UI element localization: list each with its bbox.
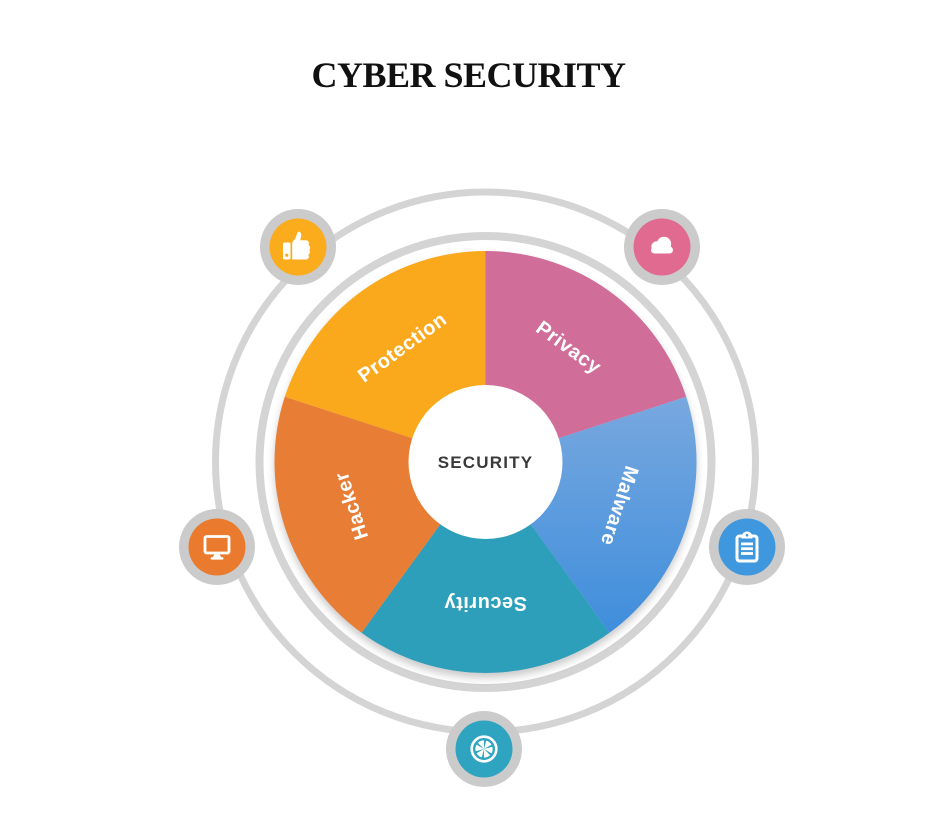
satellite-clipboard — [709, 509, 785, 585]
hub-circle — [408, 385, 563, 539]
satellite-disc — [718, 518, 776, 576]
aperture-icon — [470, 735, 498, 763]
satellite-monitor — [179, 509, 255, 585]
hub-label: SECURITY — [438, 453, 534, 472]
satellite-thumbs-up — [260, 209, 336, 285]
monitor-icon — [203, 535, 231, 560]
segment-security — [361, 462, 610, 673]
thumbs-up-icon — [283, 231, 311, 260]
segment-label-security: Security — [444, 592, 527, 614]
clipboard-icon — [735, 531, 759, 563]
satellite-disc — [188, 518, 246, 576]
cloud-icon — [651, 236, 673, 254]
satellite-cloud — [624, 209, 700, 285]
page-title: CYBER SECURITY — [311, 55, 626, 95]
inner-orbit-ring — [255, 232, 716, 692]
satellite-aperture — [446, 711, 522, 787]
